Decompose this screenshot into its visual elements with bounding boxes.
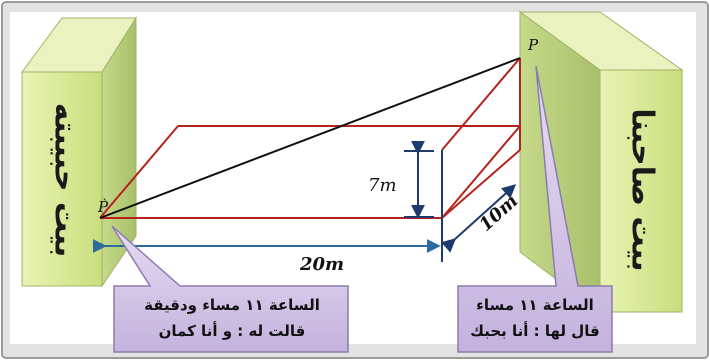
right-callout: الساعة ١١ مساء قال لها : أنا بحبك (457, 65, 613, 353)
left-callout-line2: قالت له : و أنا كمان (159, 321, 306, 340)
red-prism (99, 57, 521, 219)
length-label: 20m (299, 254, 344, 275)
right-building (518, 11, 684, 313)
depth-dimension-arrow (440, 184, 517, 253)
diagonal-line (99, 57, 521, 219)
left-callout: الساعة ١١ مساء ودقيقة قالت له : و أنا كم… (111, 225, 349, 353)
point-left-label: P̀ (97, 198, 109, 216)
right-callout-line2: قال لها : أنا بحبك (470, 321, 599, 340)
right-building-label: بيت صاحبنا (625, 108, 660, 271)
left-callout-line1: الساعة ١١ مساء ودقيقة (144, 296, 320, 314)
point-right-label: P (527, 36, 539, 54)
right-callout-line1: الساعة ١١ مساء (476, 296, 594, 314)
left-building-label: بيت حبيبته (48, 103, 83, 258)
height-label: 7m (368, 175, 397, 196)
